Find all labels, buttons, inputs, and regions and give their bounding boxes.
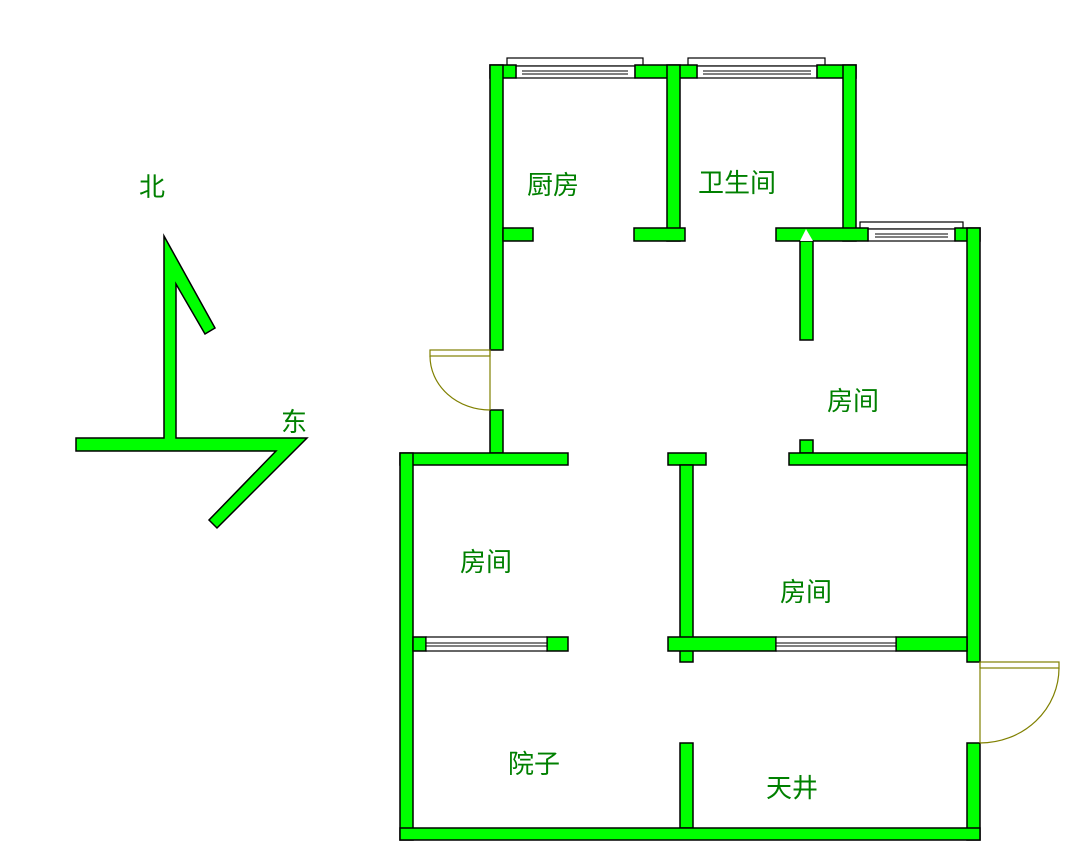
room-label-yard: 院子 [508,750,561,780]
walls [399,64,981,841]
room-label-right: 房间 [780,578,833,608]
window-left-room [425,636,548,652]
room-label-bathroom: 卫生间 [698,169,777,199]
compass-east-label: 东 [281,408,308,438]
room-label-patio: 天井 [766,774,819,804]
window-bathroom [687,57,826,79]
window-right-room [775,636,897,652]
room-label-kitchen: 厨房 [527,171,580,201]
room-label-upper-right: 房间 [827,387,880,417]
window-upper-right-room [859,221,964,242]
door-west [429,349,491,411]
room-label-left: 房间 [460,548,513,578]
window-kitchen [506,57,644,79]
door-east [979,661,1060,744]
compass-arrow-icon [75,233,309,530]
compass-north-label: 北 [139,173,166,203]
